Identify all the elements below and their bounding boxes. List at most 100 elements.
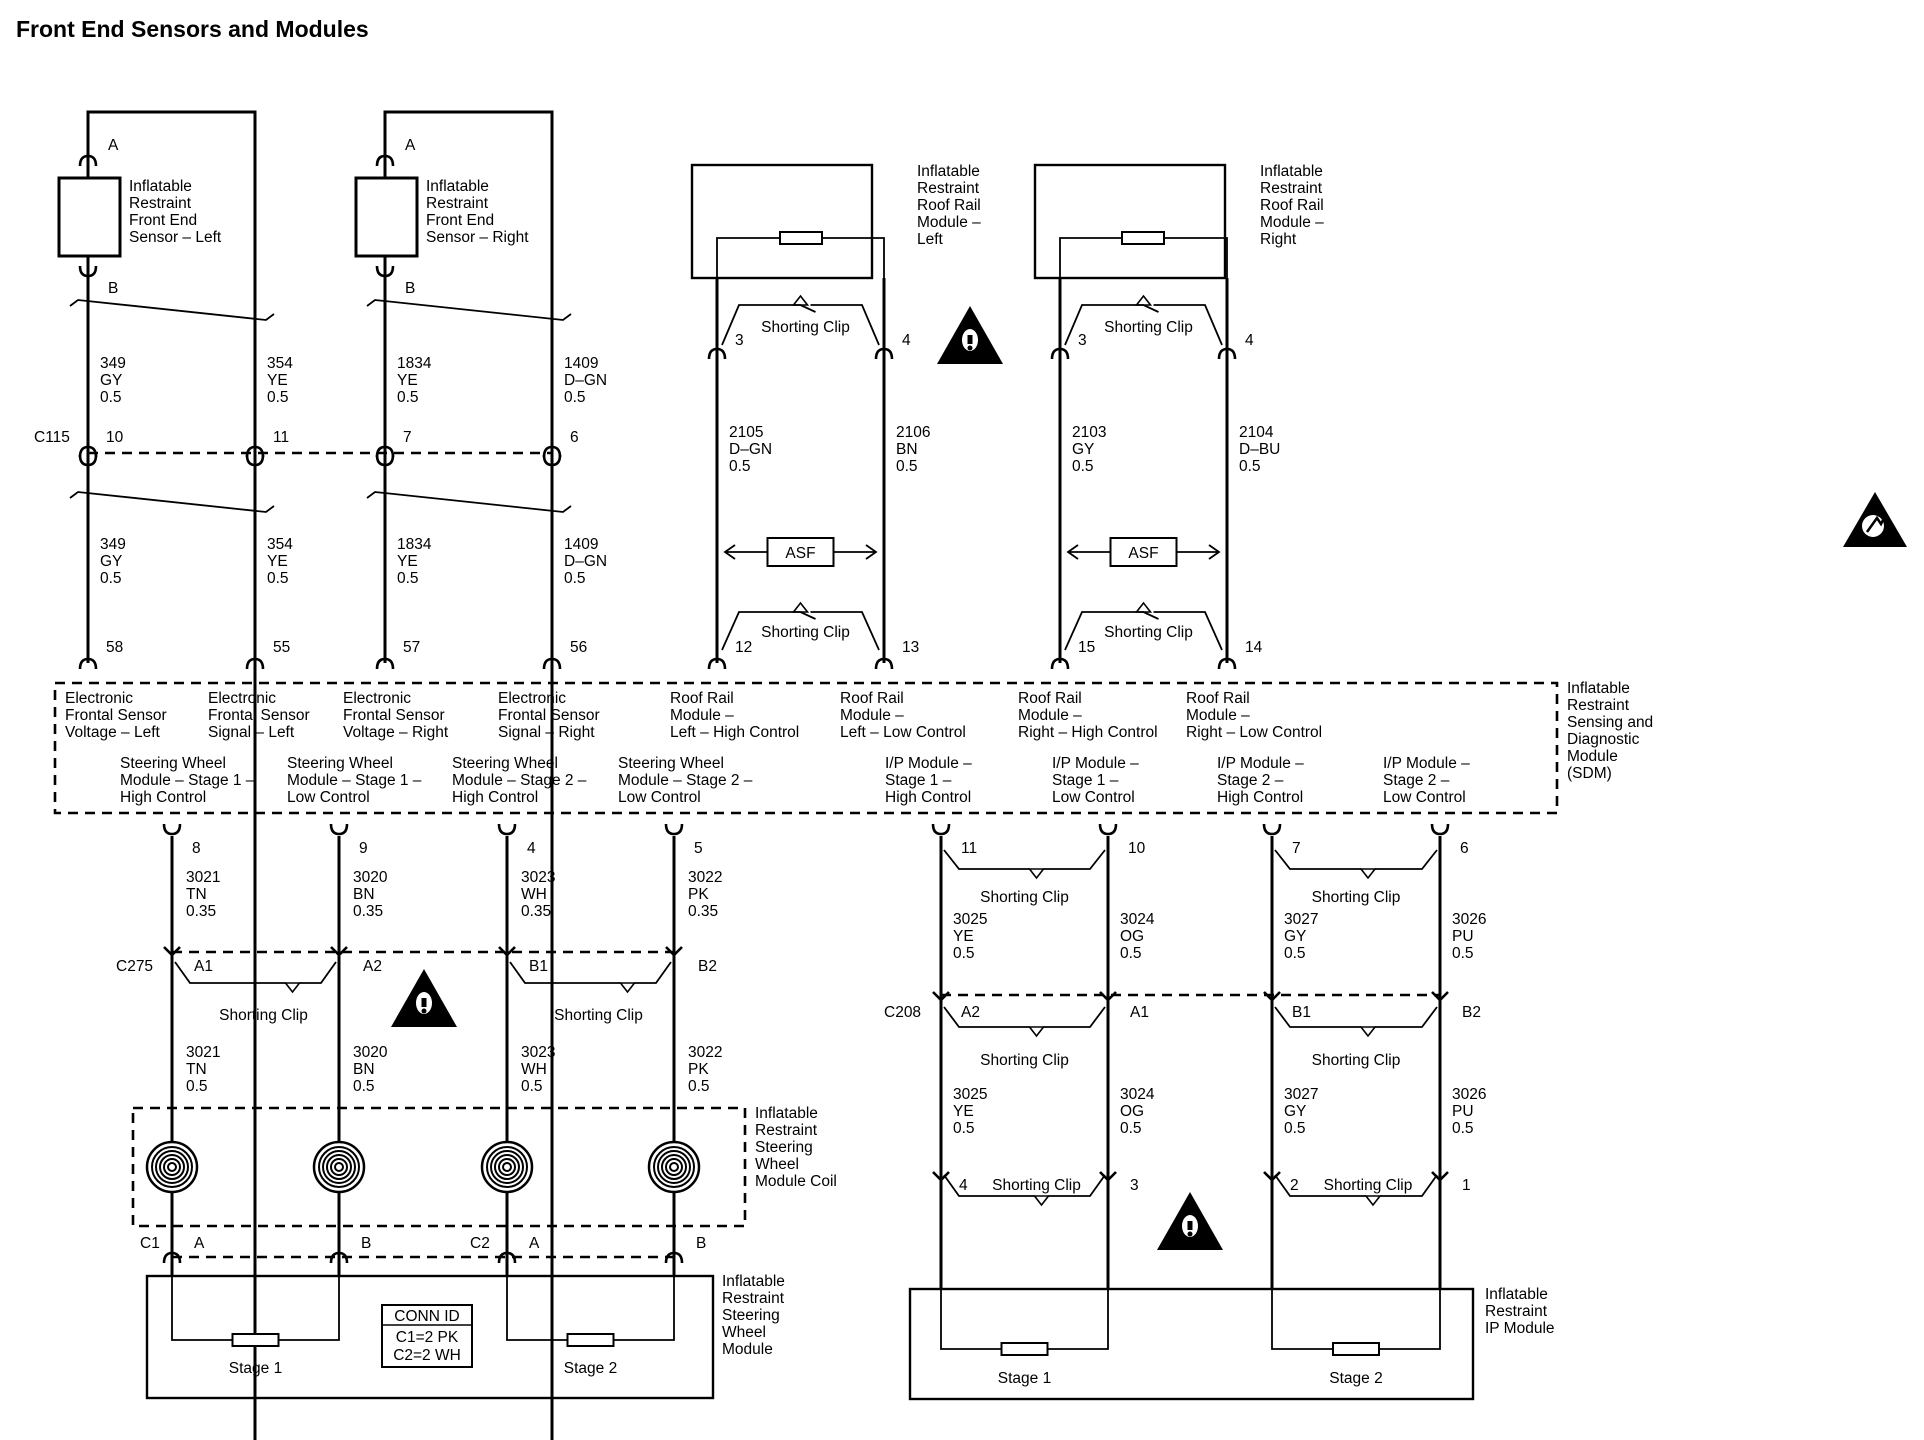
connector-terminal <box>1263 991 1281 1002</box>
sdm-pin: 15 <box>1078 639 1095 656</box>
shorting-clip <box>509 961 672 984</box>
asf-arrow <box>723 544 878 560</box>
clockspring-coil-icon <box>145 1140 199 1194</box>
connector-terminal <box>664 1251 684 1264</box>
shorting-clip-tab <box>1134 294 1153 306</box>
shorting-clip-tab <box>791 294 810 306</box>
sdm-pin: 8 <box>192 840 201 857</box>
squib-wire <box>940 1290 1109 1350</box>
sdm-pin: 9 <box>359 840 368 857</box>
c115-pin: 6 <box>570 429 579 446</box>
sdm-pin-label: I/P Module –Stage 2 –High Control <box>1217 755 1304 806</box>
connector-terminal <box>542 445 562 458</box>
esd-warning-icon <box>1843 492 1907 547</box>
c208-pin: B1 <box>1292 1004 1311 1021</box>
sw-pin: A <box>194 1235 205 1252</box>
shorting-clip-label: Shorting Clip <box>761 319 850 336</box>
shorting-clip-label: Shorting Clip <box>1324 1177 1413 1194</box>
sdm-pin: 5 <box>694 840 703 857</box>
coil-box <box>131 1106 747 1228</box>
shorting-clip-tab <box>618 982 637 994</box>
shorting-clip <box>943 1006 1106 1028</box>
sw-pin: B <box>361 1235 371 1252</box>
sensor-pin-a: A <box>405 137 416 154</box>
ip-pin: 1 <box>1462 1177 1471 1194</box>
ip-pin: 2 <box>1290 1177 1299 1194</box>
shorting-clip <box>1064 611 1223 651</box>
asf-arrow <box>1066 544 1221 560</box>
sw-pin: A <box>529 1235 540 1252</box>
connector-terminal <box>542 454 562 467</box>
shorting-clip-label: Shorting Clip <box>219 1007 308 1024</box>
connector-terminal <box>375 454 395 467</box>
warning-icon <box>1157 1192 1223 1250</box>
squib-icon <box>231 1333 280 1347</box>
stage-label: Stage 1 <box>229 1360 282 1377</box>
shorting-clip-tab <box>791 601 810 613</box>
connector-terminal <box>375 657 395 670</box>
coil-spiral <box>151 1146 194 1188</box>
squib-wire <box>1271 1290 1441 1350</box>
connector-c275-label: C275 <box>116 958 153 975</box>
shorting-clip-tab <box>1032 1195 1051 1207</box>
connector-terminal <box>931 823 951 836</box>
connector-terminal <box>1050 657 1070 670</box>
connector-terminal <box>707 347 727 360</box>
shorting-clip <box>1274 1006 1438 1028</box>
connector-terminal <box>78 154 98 167</box>
shorting-clip-tab <box>1027 868 1046 880</box>
squib-icon <box>1000 1342 1049 1356</box>
c275-pin: A2 <box>363 958 382 975</box>
squib-wire <box>506 1275 675 1341</box>
squib-icon <box>566 1333 615 1347</box>
clockspring-coil-icon <box>647 1140 701 1194</box>
connector-terminal <box>1098 823 1118 836</box>
warning-icon <box>391 969 457 1027</box>
shorting-clip-tab <box>1359 1026 1377 1038</box>
coil-outer <box>145 1140 199 1194</box>
connector-terminal <box>329 823 349 836</box>
sensor-pin-b: B <box>108 280 118 297</box>
twisted-pair-indicator <box>366 299 572 321</box>
connector-c208-label: C208 <box>884 1004 921 1021</box>
twisted-pair-indicator <box>366 491 572 513</box>
connector-terminal <box>162 823 182 836</box>
sdm-pin: 55 <box>273 639 290 656</box>
connector-terminal <box>665 946 683 957</box>
connector-terminal <box>375 265 395 278</box>
shorting-clip-label: Shorting Clip <box>1312 889 1401 906</box>
rrm-pin: 3 <box>1078 332 1087 349</box>
ip-module-box <box>908 1287 1475 1401</box>
conn-id-c2: C2=2 WH <box>393 1347 461 1364</box>
shorting-clip <box>1274 1174 1438 1197</box>
connector-terminal <box>330 946 348 957</box>
sensor-pin-b: B <box>405 280 415 297</box>
coil-outer <box>312 1140 366 1194</box>
rrm-pin: 4 <box>1245 332 1254 349</box>
connector-terminal <box>1431 1171 1449 1182</box>
c115-pin: 11 <box>273 429 289 446</box>
